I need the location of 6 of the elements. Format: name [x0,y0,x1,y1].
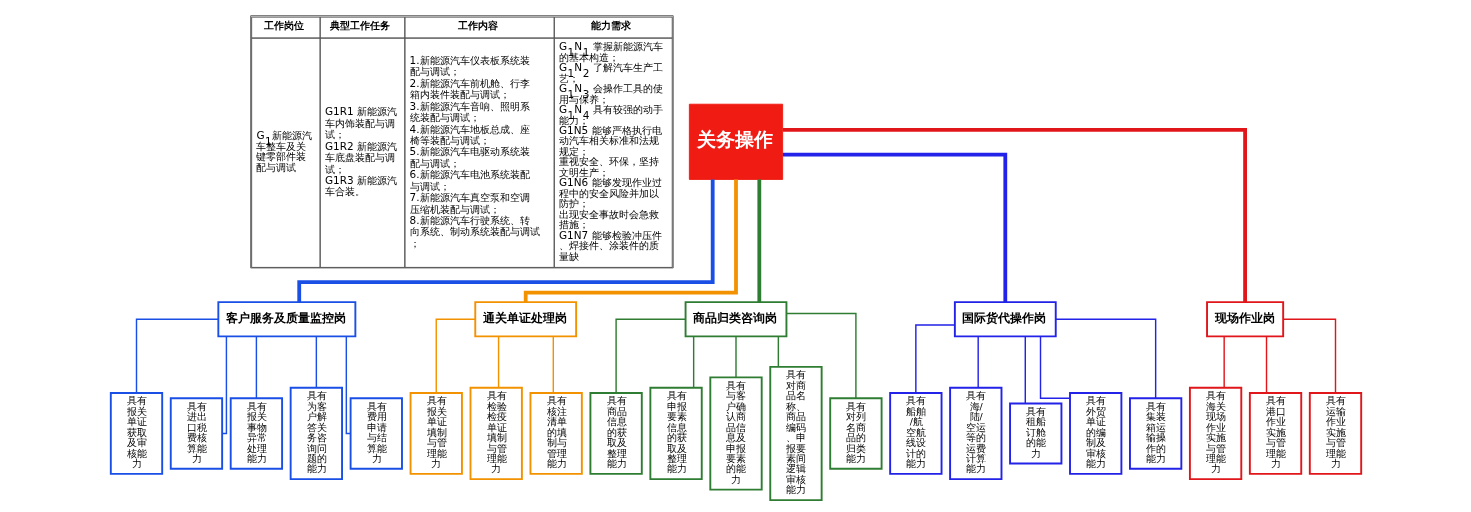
label: G1R1 新能源汽车内饰装配与调试；G1R2 新能源汽车底盘装配与调试；G1R3 新能源汽车合装。 [324,105,397,198]
label: 工作内容 [457,19,498,32]
label: 工作岗位 [263,19,304,32]
label: 典型工作任务 [329,19,390,32]
label: 能力需求 [590,19,631,32]
label: 1.新能源汽车仪表板系统装配与调试；2.新能源汽车前机舱、行李箱内装件装配与调试；3.新能源汽车音响、照明系统装配与调试；4.新能源汽车地板总成、座椅等装配与调试；5.新能源汽车电驱动系统装配与调试；6.新能源汽车电池系统装配与调试；7.新能源汽车真空泵和空调压缩机装配与调试；8.新能源汽车行驶系统、转向系统、制动系统装配与调试； [409,54,540,249]
